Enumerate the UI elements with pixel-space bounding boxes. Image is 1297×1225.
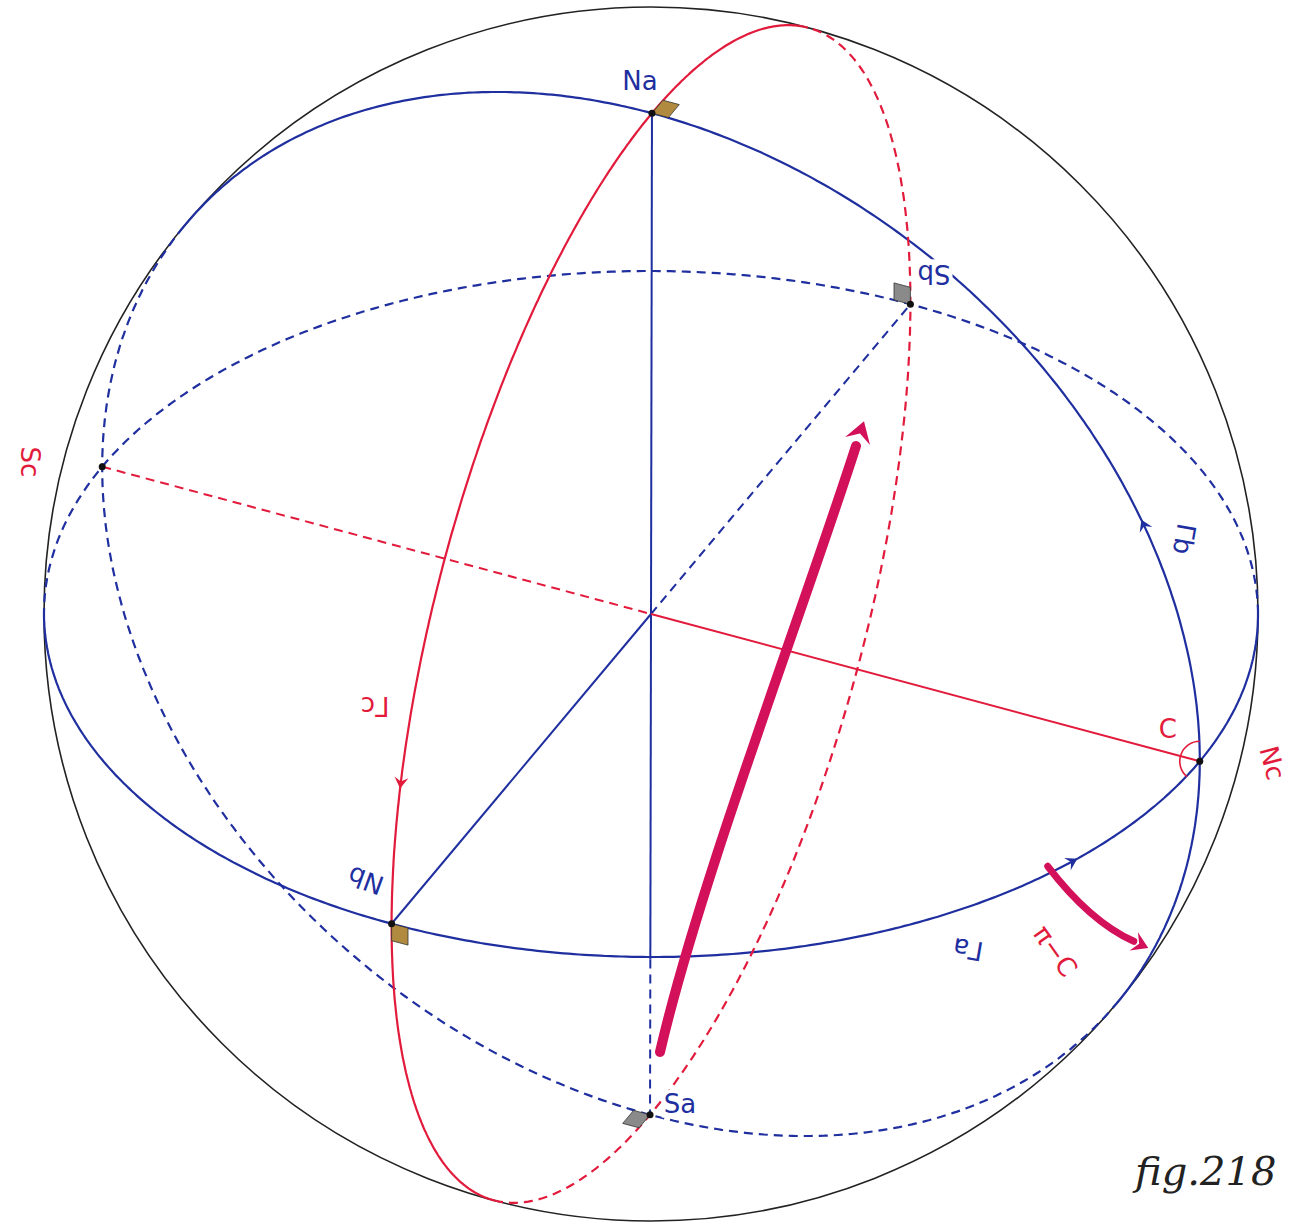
axis-b: [392, 614, 651, 924]
pole-dot: [647, 1111, 654, 1118]
direction-arrowhead: [395, 776, 409, 788]
rotation-arrowhead: [845, 421, 870, 445]
axis-a: [649, 960, 651, 1115]
circle-label: Γb: [1166, 519, 1200, 558]
angle-arrowhead: [1130, 932, 1149, 950]
circle-label: Γc: [359, 692, 392, 721]
pole-label: Sc: [16, 444, 45, 479]
direction-arrowhead: [1064, 858, 1077, 870]
great-circle-b: [1118, 761, 1199, 1001]
pole-dot: [388, 920, 395, 927]
right-angle-mark: [392, 924, 408, 945]
rotation-arrow: [660, 446, 856, 1052]
great-circle-a: [392, 614, 1258, 957]
great-circle-b: [102, 227, 1118, 1136]
direction-arrowhead: [1140, 520, 1153, 533]
axis-a: [650, 113, 653, 614]
great-circle-a: [44, 614, 392, 923]
pole-label: Nc: [1253, 741, 1290, 785]
pole-dot: [907, 301, 914, 308]
great-circle-c: [652, 25, 808, 113]
angle-arc: [1180, 741, 1200, 776]
axis-c: [651, 614, 1200, 761]
pole-label: Nb: [342, 859, 389, 900]
pole-label: Sb: [916, 260, 953, 289]
pole-label: Na: [620, 67, 659, 96]
angle-arrow: [1048, 866, 1134, 941]
axis-c: [102, 467, 651, 614]
great-circle-b: [184, 92, 1200, 761]
axis-b: [651, 304, 910, 614]
great-circle-c: [494, 28, 910, 1203]
pole-dot: [99, 463, 106, 470]
great-circle-a: [44, 271, 1258, 614]
pole-dot: [648, 110, 655, 117]
great-circle-c: [392, 113, 652, 1200]
right-angle-mark: [652, 100, 679, 117]
pole-dot: [1196, 758, 1203, 765]
circle-label: Γa: [949, 931, 988, 965]
axis-a: [649, 614, 652, 960]
sphere-outline: [44, 7, 1258, 1221]
pole-label: Sa: [662, 1090, 698, 1119]
angle-label: π−C: [1026, 919, 1084, 984]
angle-label: C: [1157, 715, 1179, 744]
right-angle-mark: [623, 1110, 650, 1127]
figure-caption: fig.218: [1135, 1148, 1276, 1194]
right-angle-mark: [894, 283, 910, 304]
